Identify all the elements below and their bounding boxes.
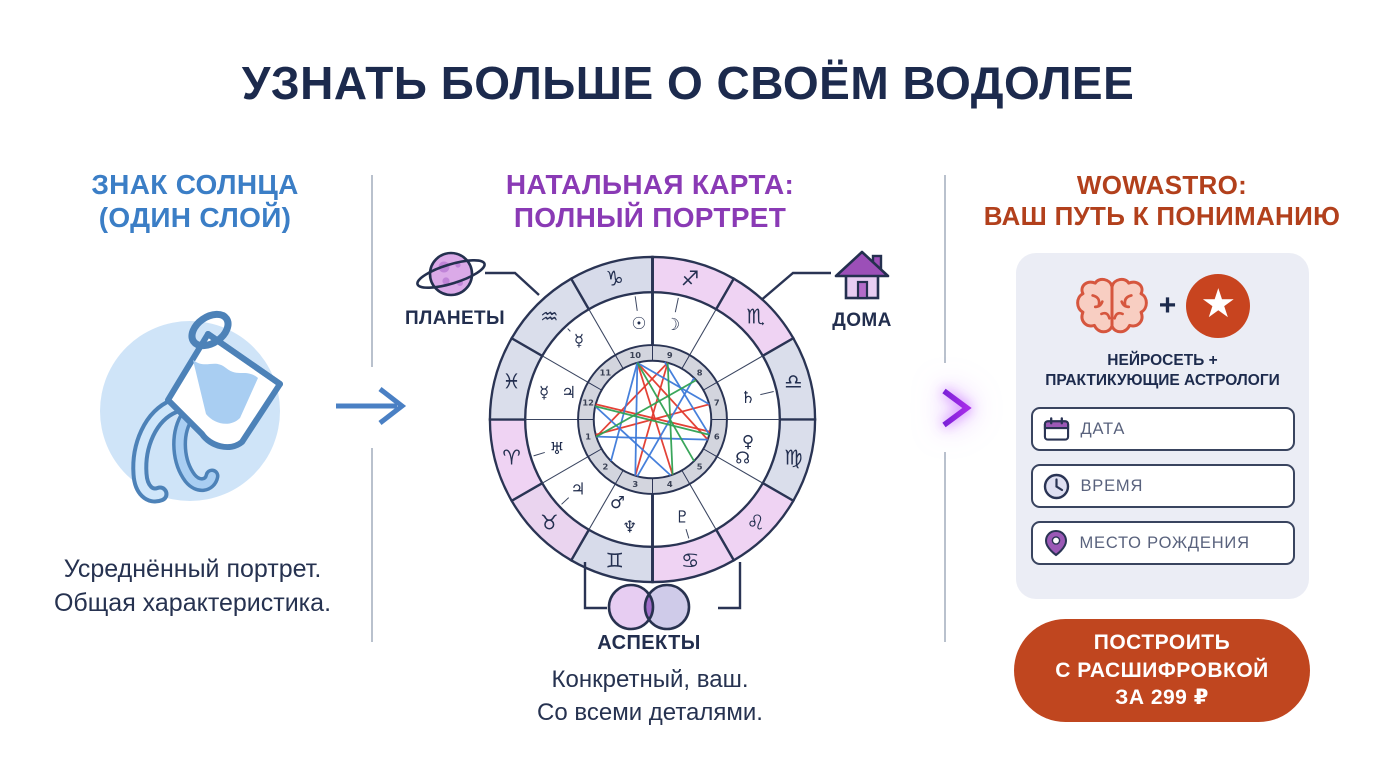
natal-chart-heading: НАТАЛЬНАЯ КАРТА: ПОЛНЫЙ ПОРТРЕТ [450, 168, 850, 234]
natal-description: Конкретный, ваш. Со всеми деталями. [475, 664, 825, 729]
svg-text:10: 10 [629, 350, 641, 360]
aspects-label: АСПЕКТЫ [597, 632, 701, 654]
brain-icon [1075, 277, 1148, 334]
svg-text:♊: ♊ [606, 548, 624, 572]
date-field[interactable]: ДАТА [1030, 407, 1295, 452]
clock-icon [1043, 473, 1069, 499]
wowastro-heading-line1: WOWASTRO: [1076, 170, 1248, 200]
flow-arrow-blue-icon [336, 387, 407, 425]
divider-left-bottom [371, 448, 373, 642]
svg-text:♄: ♄ [740, 388, 755, 407]
svg-text:♅: ♅ [550, 439, 565, 458]
svg-text:3: 3 [632, 479, 638, 489]
calendar-icon [1043, 417, 1069, 441]
svg-text:♃: ♃ [571, 479, 586, 498]
star-badge-icon: ★ [1186, 274, 1251, 338]
svg-text:4: 4 [667, 479, 673, 489]
svg-text:♐: ♐ [681, 267, 699, 291]
sun-sign-desc-line2: Общая характеристика. [53, 589, 332, 617]
cta-line3: ЗА 299 ₽ [1115, 686, 1209, 710]
birth-data-fields: ДАТА ВРЕМЯ МЕСТО РОЖДЕНИЯ [1030, 407, 1295, 578]
svg-text:1: 1 [585, 432, 591, 442]
natal-chart-wheel: ♐ ♏ ♎ ♍ ♌ ♋ ♊ ♉ ♈ ♓ ♒ ♑ 9 8 7 6 5 4 3 2 1 12 11 10 ☉ ☽ ♄ ♀☊ ♇ ♆ ♂ ♃ ♅ ☿ ♃ ☿ [488, 255, 817, 584]
svg-text:9: 9 [667, 350, 673, 360]
sun-sign-heading-line1: ЗНАК СОЛНЦА [91, 169, 299, 200]
svg-text:♆: ♆ [622, 517, 637, 536]
houses-connector-line [758, 271, 831, 303]
divider-right-bottom [944, 452, 946, 642]
time-field-label: ВРЕМЯ [1080, 476, 1144, 495]
icon-row: + ★ [1075, 273, 1251, 339]
card-subtitle-line1: НЕЙРОСЕТЬ + [1107, 352, 1218, 369]
planets-connector-line [485, 271, 540, 296]
svg-text:♒: ♒ [540, 304, 558, 328]
svg-text:☉: ☉ [632, 314, 647, 333]
cta-line1: ПОСТРОИТЬ [1093, 630, 1231, 654]
svg-text:♈: ♈ [502, 445, 520, 469]
svg-text:7: 7 [714, 397, 720, 407]
date-field-label: ДАТА [1080, 419, 1126, 438]
svg-text:12: 12 [582, 397, 594, 407]
svg-text:♎: ♎ [784, 370, 802, 394]
houses-label: ДОМА [832, 310, 892, 331]
birthplace-field[interactable]: МЕСТО РОЖДЕНИЯ [1030, 521, 1295, 566]
sun-sign-heading: ЗНАК СОЛНЦА (ОДИН СЛОЙ) [25, 168, 365, 234]
svg-text:6: 6 [714, 432, 720, 442]
svg-text:2: 2 [603, 462, 609, 472]
svg-text:♌: ♌ [746, 511, 764, 535]
wowastro-heading: WOWASTRO: ВАШ ПУТЬ К ПОНИМАНИЮ [957, 170, 1367, 231]
svg-text:8: 8 [697, 367, 703, 377]
plus-sign: + [1158, 289, 1177, 322]
card-subtitle: НЕЙРОСЕТЬ + ПРАКТИКУЮЩИЕ АСТРОЛОГИ [1045, 351, 1280, 391]
svg-text:11: 11 [600, 367, 612, 377]
aquarius-jug-icon [100, 310, 283, 504]
wowastro-heading-line2: ВАШ ПУТЬ К ПОНИМАНИЮ [983, 200, 1341, 231]
svg-text:5: 5 [697, 462, 703, 472]
natal-desc-line2: Со всеми деталями. [537, 698, 763, 726]
svg-text:♇: ♇ [675, 507, 690, 526]
sun-sign-heading-line2: (ОДИН СЛОЙ) [98, 202, 292, 234]
natal-heading-line1: НАТАЛЬНАЯ КАРТА: [505, 169, 795, 200]
svg-text:♉: ♉ [540, 511, 558, 535]
svg-text:♏: ♏ [746, 304, 764, 328]
svg-text:♍: ♍ [784, 445, 802, 469]
page-title: УЗНАТЬ БОЛЬШЕ О СВОЁМ ВОДОЛЕЕ [241, 57, 1135, 109]
sun-sign-description: Усреднённый портрет. Общая характеристик… [15, 552, 370, 620]
planet-icon [416, 251, 486, 297]
svg-text:☊: ☊ [735, 448, 750, 467]
star-glyph: ★ [1200, 281, 1237, 327]
divider-left-top [371, 175, 373, 367]
svg-text:♓: ♓ [502, 370, 520, 394]
svg-text:♀: ♀ [742, 432, 754, 451]
location-pin-icon [1044, 530, 1067, 557]
cta-line2: С РАСШИФРОВКОЙ [1055, 658, 1269, 682]
svg-text:☿: ☿ [539, 383, 549, 402]
build-chart-cta-button[interactable]: ПОСТРОИТЬ С РАСШИФРОВКОЙ ЗА 299 ₽ [1014, 619, 1310, 722]
natal-desc-line1: Конкретный, ваш. [551, 666, 749, 693]
divider-right-top [944, 175, 946, 363]
flow-arrow-purple-icon [902, 388, 972, 428]
planets-label: ПЛАНЕТЫ [404, 308, 506, 329]
house-icon [834, 250, 890, 300]
wowastro-card: + ★ НЕЙРОСЕТЬ + ПРАКТИКУЮЩИЕ АСТРОЛОГИ Д… [1016, 253, 1309, 599]
sun-sign-desc-line1: Усреднённый портрет. [63, 555, 322, 583]
svg-text:♂: ♂ [610, 493, 625, 512]
time-field[interactable]: ВРЕМЯ [1030, 464, 1295, 509]
svg-text:☽: ☽ [665, 315, 680, 334]
svg-text:♑: ♑ [606, 267, 624, 291]
natal-heading-line2: ПОЛНЫЙ ПОРТРЕТ [513, 202, 787, 234]
card-subtitle-line2: ПРАКТИКУЮЩИЕ АСТРОЛОГИ [1045, 372, 1280, 390]
svg-text:♋: ♋ [681, 548, 699, 572]
venn-aspects-icon [583, 562, 742, 631]
birthplace-field-label: МЕСТО РОЖДЕНИЯ [1079, 533, 1250, 552]
svg-text:☿: ☿ [574, 331, 584, 350]
svg-text:♃: ♃ [561, 383, 576, 402]
